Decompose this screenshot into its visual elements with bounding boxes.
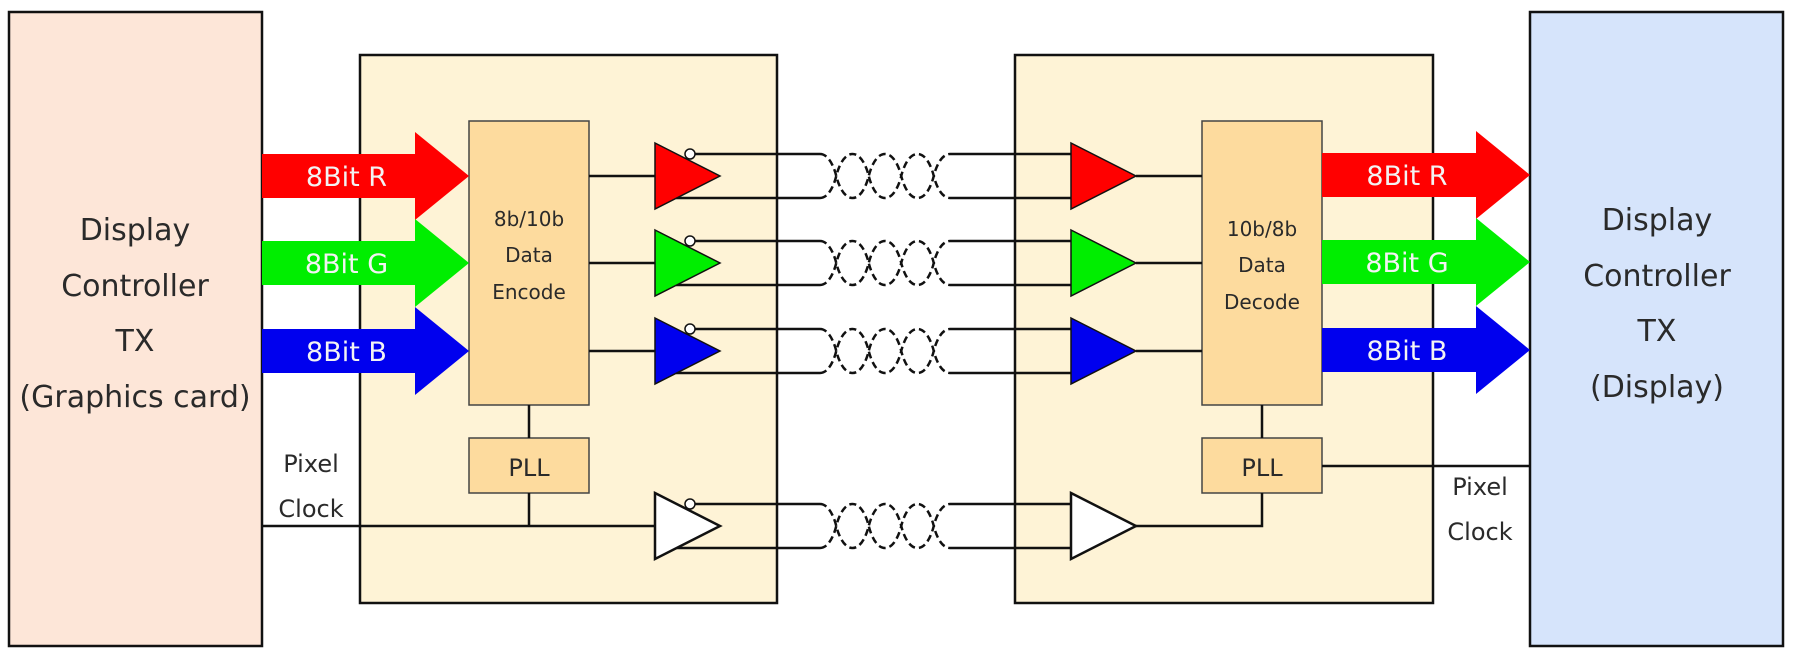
channel-lane-0-twisted-pair-wire-b [819, 152, 951, 200]
rx-controller-line-2: Controller [1583, 259, 1731, 294]
channel-lane-2 [589, 316, 1202, 386]
output-arrow-0-shape [1322, 131, 1530, 219]
channel-lane-2-receiver-triangle [1070, 316, 1138, 386]
decoder-line-1: 10b/8b [1227, 217, 1297, 241]
decoder-block: 10b/8b Data Decode [1201, 120, 1323, 406]
decoder-line-3: Decode [1224, 290, 1300, 314]
channel-lane-1-driver-triangle [654, 228, 722, 298]
decoder-line-2: Data [1238, 253, 1286, 277]
clock-lane-twisted-pair-wire-a [819, 502, 951, 550]
channel-lane-2-driver-triangle [654, 316, 722, 386]
encoder-box [468, 120, 590, 406]
clock-lane-driver-triangle [653, 490, 723, 562]
rx-controller-line-3: TX [1637, 314, 1677, 349]
tx-controller-line-2: Controller [61, 269, 209, 304]
channel-lane-0-driver-invert-bubble [684, 148, 696, 160]
input-arrow-0-shape [262, 132, 469, 220]
channel-lane-0 [589, 141, 1202, 211]
tx-controller-line-1: Display [80, 213, 191, 248]
receiver-controller: Display Controller TX (Display) [1528, 10, 1785, 648]
pll-rx: PLL [1201, 437, 1323, 494]
channel-lane-1 [589, 228, 1202, 298]
input-arrow-2-shape [262, 307, 469, 395]
input-arrow-0: 8Bit R [262, 132, 469, 220]
channel-lane-0-receiver-triangle [1070, 141, 1138, 211]
pixel-clock-rx-line-2: Clock [1447, 518, 1512, 546]
input-arrow-2-label: 8Bit B [306, 337, 387, 368]
rx-controller-line-1: Display [1602, 203, 1713, 238]
input-arrow-1: 8Bit G [262, 219, 469, 307]
input-arrow-1-label: 8Bit G [305, 249, 388, 280]
channels: 8Bit R 8Bit G 8Bit B 8Bit R 8Bit G 8Bit B [262, 131, 1530, 562]
channel-lane-2-driver-invert-bubble [684, 323, 696, 335]
output-arrow-2: 8Bit B [1322, 306, 1530, 394]
pixel-clock-rx-line-1: Pixel [1452, 473, 1508, 501]
encoder-line-2: Data [505, 243, 553, 267]
input-arrow-2: 8Bit B [262, 307, 469, 395]
rx-clock-to-pll-wire [1136, 493, 1264, 528]
pll-tx-label: PLL [508, 454, 550, 482]
channel-lane-0-twisted-pair-wire-a [819, 152, 951, 200]
output-arrow-0: 8Bit R [1322, 131, 1530, 219]
channel-lane-2-twisted-pair [819, 327, 951, 375]
transmitter-controller: Display Controller TX (Graphics card) [7, 10, 264, 648]
clock-lane-receiver-triangle [1069, 490, 1139, 562]
channel-lane-2-twisted-pair-wire-b [819, 327, 951, 375]
encoder-line-1: 8b/10b [494, 207, 564, 231]
channel-lane-1-driver-invert-bubble [684, 235, 696, 247]
pixel-clock-tx-line-2: Clock [278, 495, 343, 523]
channel-lane-1-twisted-pair-wire-a [819, 239, 951, 287]
pll-rx-label: PLL [1241, 454, 1283, 482]
tx-controller-line-3: TX [115, 324, 155, 359]
receiver-controller-box [1528, 10, 1785, 648]
decoder-box [1201, 120, 1323, 406]
pll-rx-box [1201, 437, 1323, 494]
pixel-clock-rx-label: Pixel Clock [1447, 473, 1512, 546]
wiring [262, 405, 1530, 528]
pixel-clock-tx-line-1: Pixel [283, 450, 339, 478]
transmitter-controller-box [7, 10, 264, 648]
input-arrow-1-shape [262, 219, 469, 307]
clock-lane-twisted-pair-wire-b [819, 502, 951, 550]
output-arrow-1-shape [1322, 218, 1530, 306]
output-arrow-1: 8Bit G [1322, 218, 1530, 306]
rx-controller-line-4: (Display) [1590, 370, 1724, 405]
channel-lane-1-twisted-pair-wire-b [819, 239, 951, 287]
output-arrow-2-shape [1322, 306, 1530, 394]
input-arrow-0-label: 8Bit R [306, 162, 387, 193]
channel-lane-0-driver-triangle [654, 141, 722, 211]
encoder-line-3: Encode [492, 280, 566, 304]
channel-lane-0-twisted-pair [819, 152, 951, 200]
clock-lane-driver-invert-bubble [684, 498, 696, 510]
pll-tx: PLL [468, 437, 590, 494]
output-arrow-0-label: 8Bit R [1366, 161, 1447, 192]
channel-lane-1-receiver-triangle [1070, 228, 1138, 298]
clock-lane-twisted-pair [819, 502, 951, 550]
encoder-block: 8b/10b Data Encode [468, 120, 590, 406]
clock-lane [653, 490, 1139, 562]
channel-lane-1-twisted-pair [819, 239, 951, 287]
output-arrow-1-label: 8Bit G [1365, 248, 1448, 279]
pixel-clock-tx-label: Pixel Clock [278, 450, 343, 523]
channel-lane-2-twisted-pair-wire-a [819, 327, 951, 375]
tx-controller-line-4: (Graphics card) [19, 380, 250, 415]
output-arrow-2-label: 8Bit B [1367, 336, 1448, 367]
